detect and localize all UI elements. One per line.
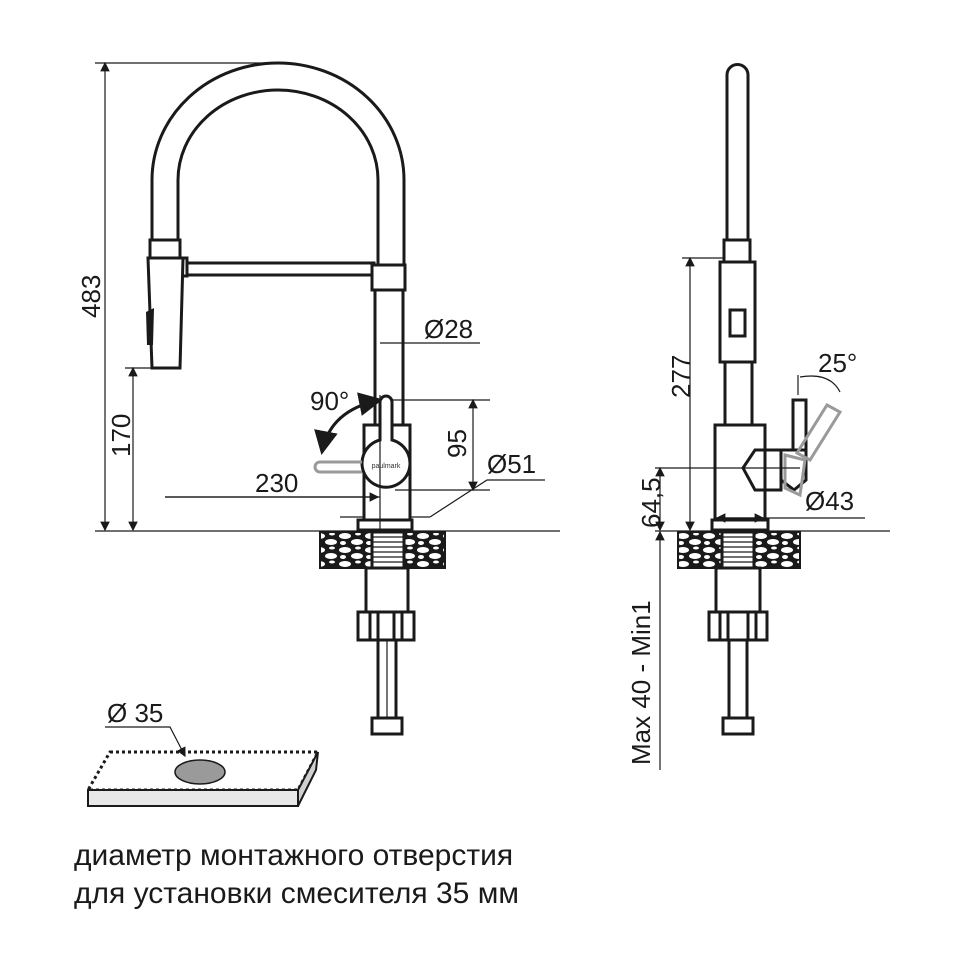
label-diameter-28: Ø28 — [424, 314, 473, 344]
mounting-nut — [707, 610, 769, 642]
spray-button — [146, 308, 154, 345]
hose-fittings — [370, 716, 404, 736]
spray-head-ring — [148, 238, 182, 260]
spout-arch-outer — [150, 61, 406, 266]
label-25-degrees: 25° — [818, 348, 857, 378]
label-diameter-43: Ø43 — [805, 486, 854, 516]
spout-ring — [370, 263, 407, 292]
label-90-degrees: 90° — [310, 386, 349, 416]
label-230: 230 — [255, 468, 298, 498]
caption-line-2: для установки смесителя 35 мм — [74, 877, 519, 910]
label-277: 277 — [666, 355, 696, 398]
handle-lever — [360, 394, 412, 489]
label-hole-diameter: Ø 35 — [107, 698, 163, 728]
side-view: 277 25° 64,5 Ø43 Max 40 - Min1 — [626, 63, 890, 770]
brand-logo: paulmark — [372, 463, 401, 470]
label-170: 170 — [106, 414, 136, 457]
base-ring — [710, 518, 770, 532]
label-diameter-51: Ø51 — [487, 449, 536, 479]
lever-tilted-position — [783, 403, 843, 498]
mounting-hole-plate: Ø 35 — [85, 698, 321, 807]
valve-cartridge — [763, 448, 783, 492]
spout-arch-inner — [176, 88, 380, 266]
handle-rotated-position — [313, 460, 362, 474]
hose-fittings — [721, 716, 755, 736]
label-95: 95 — [442, 429, 472, 458]
body-column — [723, 360, 754, 427]
rotation-arc — [314, 392, 383, 455]
mounting-sleeve — [364, 566, 410, 614]
angle-arc — [797, 375, 841, 395]
spout-tube — [725, 63, 750, 242]
spray-button — [728, 308, 747, 338]
caption-line-1: диаметр монтажного отверстия — [74, 839, 513, 872]
dimension-51-leader — [340, 479, 545, 518]
hole-leader — [105, 726, 186, 758]
mounting-hole — [174, 759, 226, 785]
label-64-5: 64,5 — [636, 477, 666, 528]
spout-ring — [722, 238, 752, 264]
front-view: paulmark 483 170 230 Ø28 90° 95 Ø51 — [76, 61, 560, 736]
base-ring — [356, 518, 414, 532]
supply-hoses — [727, 638, 749, 720]
mounting-sleeve — [714, 566, 762, 614]
label-countertop-thickness: Max 40 - Min1 — [626, 600, 656, 765]
holder-bar — [178, 261, 376, 277]
label-483: 483 — [76, 275, 106, 318]
mounting-nut — [356, 610, 416, 642]
